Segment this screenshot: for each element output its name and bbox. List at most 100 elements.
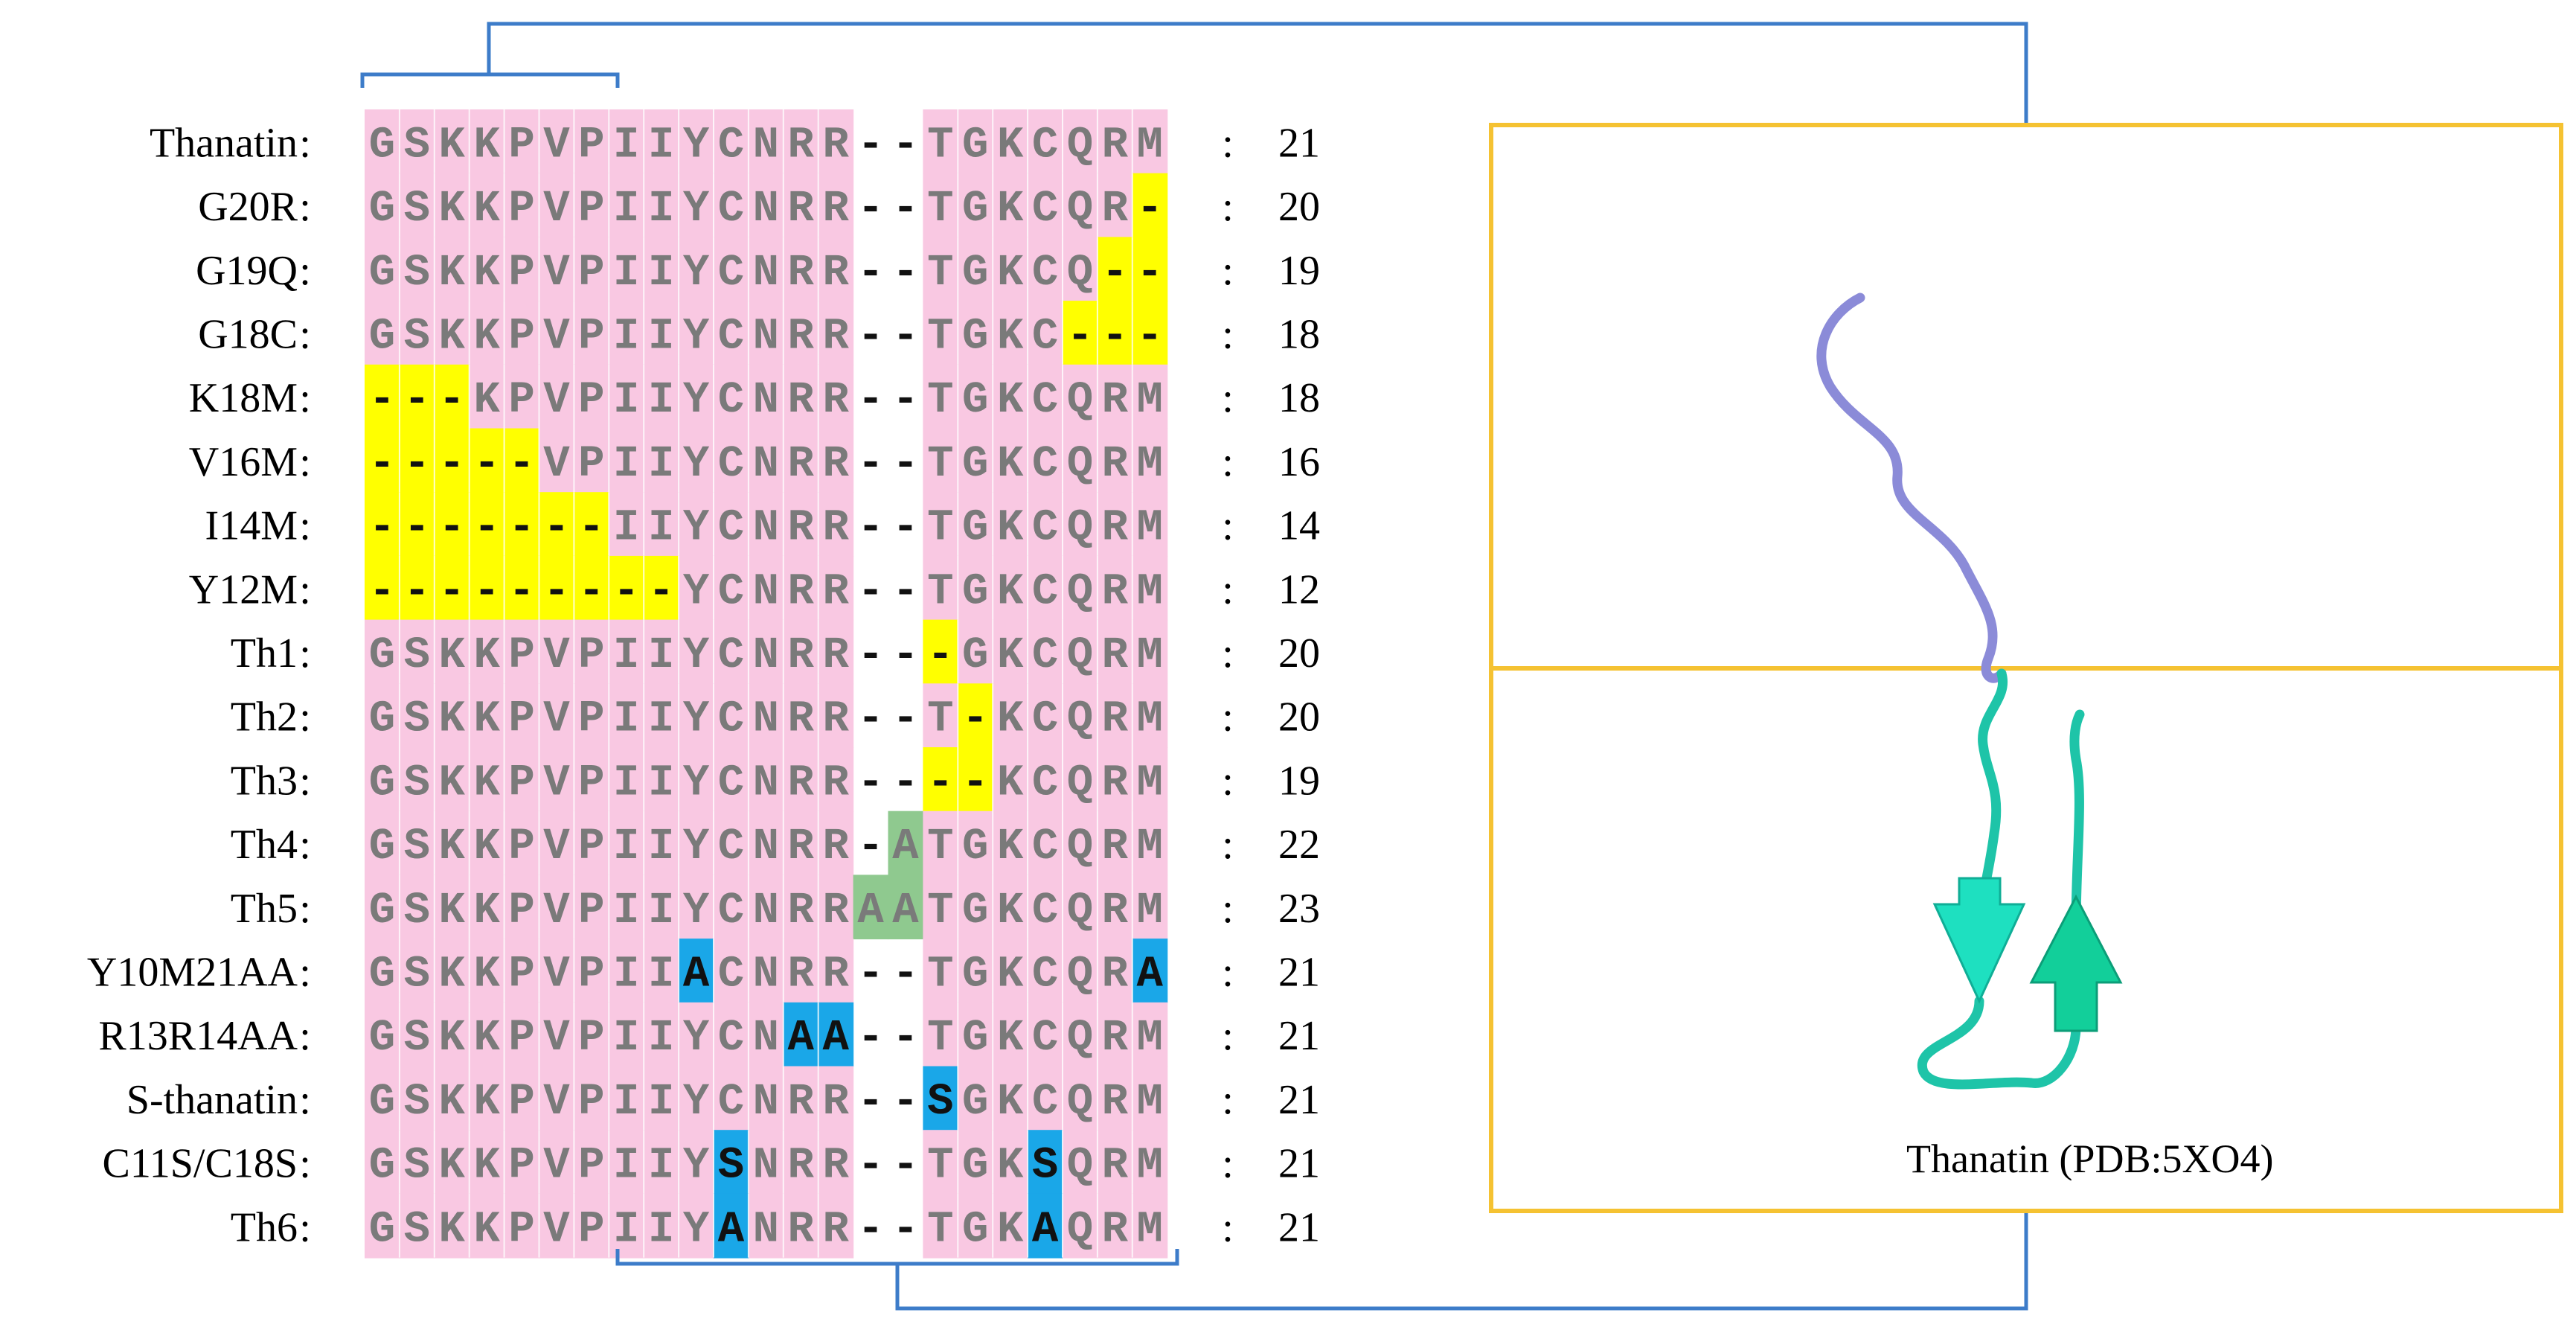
residue: - <box>369 503 395 553</box>
residue-cell <box>574 428 609 493</box>
residue: - <box>892 1077 918 1127</box>
residue-cell <box>993 555 1028 621</box>
sequence-length: 19 <box>1278 758 1320 804</box>
residue: K <box>997 503 1024 553</box>
residue-cell <box>1097 173 1133 238</box>
residue: Q <box>1067 439 1093 489</box>
residue-cell <box>609 555 644 621</box>
residue: R <box>1102 1077 1129 1127</box>
residue-cell <box>783 1130 819 1195</box>
residue: K <box>473 694 500 744</box>
residue: N <box>753 1204 779 1254</box>
residue: K <box>473 1204 500 1254</box>
residue: I <box>613 630 639 680</box>
residue-cell <box>958 364 993 429</box>
residue: C <box>1032 184 1058 234</box>
residue: S <box>404 1013 430 1063</box>
residue-cell <box>993 109 1028 174</box>
residue-cell <box>399 1130 435 1195</box>
residue: Q <box>1067 694 1093 744</box>
residue-cell <box>714 555 749 621</box>
residue-cell <box>1063 1130 1098 1195</box>
separator: : <box>299 439 311 485</box>
residue-cell <box>434 492 470 557</box>
residue: R <box>1102 184 1129 234</box>
residue-cell <box>609 1002 644 1067</box>
residue-cell <box>644 109 679 174</box>
residue-cell <box>748 683 784 748</box>
residue: - <box>473 503 499 553</box>
residue-cell <box>1097 811 1133 876</box>
residue-cell <box>1063 555 1098 621</box>
residue-cell <box>993 875 1028 940</box>
residue-cell <box>818 811 854 876</box>
residue-cell <box>399 428 435 493</box>
residue-cell <box>644 364 679 429</box>
residue: C <box>1032 950 1058 1000</box>
residue-cell <box>818 1130 854 1195</box>
residue-cell <box>923 875 958 940</box>
residue-cell <box>609 1066 644 1131</box>
residue: Y <box>683 886 710 936</box>
residue-cell <box>958 683 993 748</box>
residue-cell <box>1063 1002 1098 1067</box>
residue: - <box>369 375 395 425</box>
residue-cell <box>1097 109 1133 174</box>
sequence-length: 20 <box>1278 694 1320 741</box>
residue: R <box>788 439 815 489</box>
residue: M <box>1137 886 1163 936</box>
residue: - <box>857 503 883 553</box>
bracket-connectors <box>360 22 2028 1311</box>
separator: : <box>1222 1013 1234 1059</box>
residue-cell <box>539 109 574 174</box>
sequence-name: Th3 <box>231 758 298 804</box>
separator: : <box>299 950 311 996</box>
residue-cell <box>365 1193 400 1259</box>
residue-cell <box>574 492 609 557</box>
residue-cell <box>539 428 574 493</box>
residue: I <box>613 758 639 808</box>
residue-cell <box>434 237 470 302</box>
residue: C <box>1032 566 1058 616</box>
residue: C <box>1032 248 1058 298</box>
residue-cell <box>469 683 505 748</box>
residue-cell <box>469 1193 505 1259</box>
residue-cell <box>1028 173 1063 238</box>
separator: : <box>299 1141 311 1187</box>
residue: T <box>927 950 953 1000</box>
residue-cell <box>783 173 819 238</box>
residue-cell <box>539 301 574 365</box>
residue: C <box>1032 694 1058 744</box>
residue-cell <box>783 555 819 621</box>
residue: - <box>508 439 534 489</box>
residue: C <box>718 375 744 425</box>
residue: I <box>613 184 639 234</box>
residue-cell <box>818 619 854 685</box>
residue-cell <box>574 301 609 365</box>
residue-cell <box>469 428 505 493</box>
sequence-length: 23 <box>1278 886 1320 932</box>
residue: - <box>857 439 883 489</box>
residue: P <box>578 822 604 872</box>
residue: V <box>543 822 570 872</box>
residue-cell <box>644 747 679 812</box>
residue-cell <box>1028 811 1063 876</box>
residue: R <box>822 312 849 362</box>
residue: K <box>997 1204 1024 1254</box>
residue-cell <box>469 875 505 940</box>
residue: - <box>892 566 918 616</box>
residue: C <box>718 886 744 936</box>
residue: N <box>753 566 779 616</box>
residue-cell <box>1097 301 1133 365</box>
residue-cell <box>1028 1002 1063 1067</box>
bottom-connector-line <box>895 1211 2028 1311</box>
residue: I <box>613 1077 639 1127</box>
residue-cell <box>574 811 609 876</box>
residue-cell <box>469 811 505 876</box>
residue: Y <box>683 248 710 298</box>
residue: P <box>578 439 604 489</box>
residue: Q <box>1067 184 1093 234</box>
residue-cell <box>1028 109 1063 174</box>
residue: K <box>473 822 500 872</box>
residue: - <box>473 439 499 489</box>
